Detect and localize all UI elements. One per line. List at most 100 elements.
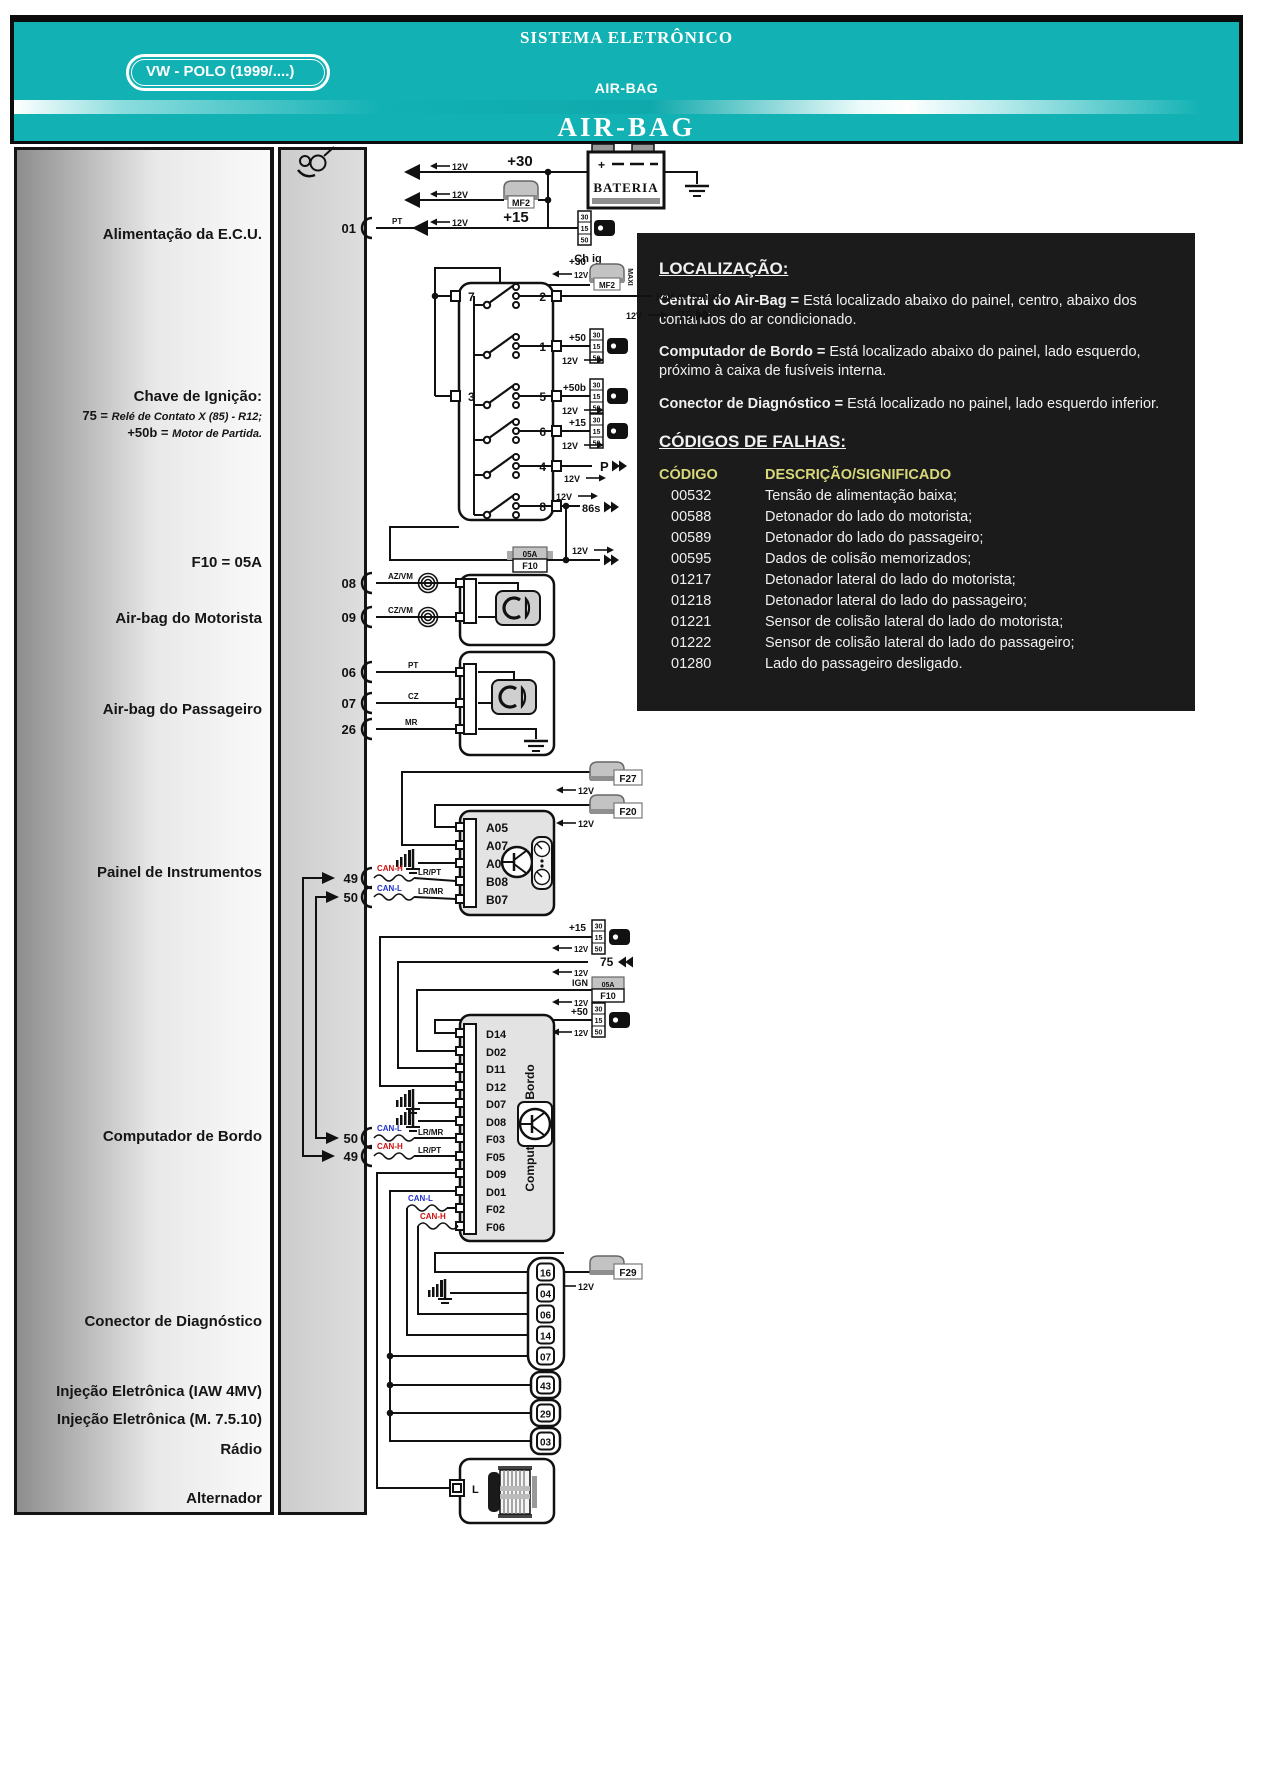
fault-code: 01217 [671, 571, 712, 588]
svg-text:12V: 12V [572, 546, 588, 556]
svg-text:16: 16 [540, 1269, 552, 1280]
wiring-diagram-area: Alimentação da E.C.U. Chave de Ignição: … [0, 143, 1263, 1781]
svg-text:AZ/VM: AZ/VM [388, 572, 413, 581]
inj-iaw-pin: 43 [540, 1382, 552, 1393]
channel-pin-49: 49 [344, 871, 358, 886]
channel-pin-26: 26 [342, 722, 356, 737]
ign-label: IGN [572, 978, 588, 988]
fault-desc: Detonador lateral do lado do passageiro; [765, 592, 1027, 609]
airbag-icon [297, 146, 335, 178]
alternator-module: L [449, 1457, 556, 1525]
svg-text:3: 3 [468, 390, 475, 404]
svg-text:1: 1 [539, 340, 546, 354]
trip-computer-supplies: +15 12V 75 12V IGN 05A F10 12V +50 12V [379, 919, 633, 1087]
svg-text:4: 4 [539, 460, 546, 474]
svg-text:MR: MR [405, 718, 418, 727]
sidebar-label-ecu-supply: Alimentação da E.C.U. [102, 226, 262, 243]
battery: + BATERIA [586, 143, 711, 210]
channel-pin-50: 50 [344, 890, 358, 905]
svg-text:D12: D12 [486, 1082, 506, 1094]
info-box: LOCALIZAÇÃO: Central do Air-Bag = Está l… [637, 233, 1195, 711]
location-trip-computer: Computador de Bordo = Está localizado ab… [659, 344, 1141, 380]
svg-text:D09: D09 [486, 1169, 506, 1181]
component-label-sidebar: Alimentação da E.C.U. Chave de Ignição: … [14, 147, 274, 1515]
svg-text:05A: 05A [523, 550, 538, 559]
wiring-svg: 30 15 50 [297, 143, 725, 1525]
svg-text:7: 7 [468, 290, 475, 304]
svg-text:+50: +50 [571, 1007, 588, 1018]
svg-text:D11: D11 [486, 1064, 506, 1076]
sidebar-label-trip-computer: Computador de Bordo [102, 1128, 262, 1145]
ignition-switch-block: +30 12V MF2 MAXI 7 3 2 1 5 6 [431, 257, 633, 522]
svg-text:12V: 12V [452, 190, 468, 200]
fault-desc: Tensão de alimentação baixa; [765, 487, 957, 504]
sidebar-label-ignition: Chave de Ignição: [133, 388, 262, 405]
svg-text:12V: 12V [574, 999, 589, 1008]
svg-text:CAN-L: CAN-L [377, 884, 402, 893]
channel-pin-07: 07 [342, 696, 356, 711]
maxi-fuse-label: MAXI [626, 268, 633, 286]
fault-code: 01221 [671, 613, 712, 630]
f20-fuse-label: F20 [619, 807, 637, 818]
svg-text:F03: F03 [486, 1134, 505, 1146]
alternator-icon [488, 1466, 537, 1518]
location-title: LOCALIZAÇÃO: [659, 259, 789, 278]
svg-text:PT: PT [408, 661, 418, 670]
svg-text:LR/MR: LR/MR [418, 887, 444, 896]
channel-pin-08: 08 [342, 576, 356, 591]
passenger-airbag-module: 06 PT 07 CZ 26 MR [342, 650, 556, 757]
sidebar-label-50b: +50b = Motor de Partida. [127, 425, 262, 440]
svg-text:LR/MR: LR/MR [418, 1128, 444, 1137]
ecu-supply-row: 01 PT 12V +15 Ch ig [342, 209, 615, 265]
trip-computer-module: D14 D02 D11 D12 D07 D08 F03 F05 D09 D01 … [344, 1013, 556, 1243]
svg-text:B08: B08 [486, 875, 508, 889]
subsystem-title: AIR-BAG [594, 80, 659, 96]
svg-text:12V: 12V [574, 969, 589, 978]
svg-text:12V: 12V [578, 786, 594, 796]
svg-text:8: 8 [539, 500, 546, 514]
f10-fuse-label: F10 [522, 561, 538, 571]
svg-text:12V: 12V [574, 945, 589, 954]
battery-label: BATERIA [593, 180, 658, 195]
svg-text:05A: 05A [602, 982, 615, 989]
plus15-label: +15 [503, 209, 528, 226]
header: SISTEMA ELETRÔNICO VW - POLO (1999/....)… [14, 22, 1239, 142]
sidebar-label-75: 75 = Relé de Contato X (85) - R12; [82, 408, 262, 423]
header-shimmer-divider [14, 100, 1239, 114]
svg-text:F05: F05 [486, 1152, 505, 1164]
svg-text:F06: F06 [486, 1222, 505, 1234]
svg-text:06: 06 [540, 1311, 552, 1322]
svg-text:12V: 12V [574, 1029, 589, 1038]
svg-text:PT: PT [392, 217, 402, 226]
diagnostic-connector: F29 12V 16 04 06 14 07 [426, 1252, 643, 1372]
svg-text:75: 75 [600, 955, 614, 969]
fault-code: 00588 [671, 508, 712, 525]
codes-col-header: CÓDIGO [659, 466, 718, 483]
svg-text:CAN-H: CAN-H [420, 1212, 446, 1221]
fault-code: 00532 [671, 487, 712, 504]
f10-fuse-row: 05A F10 12V [389, 526, 619, 573]
ground-symbol [683, 184, 711, 198]
location-central-airbag: Central do Air-Bag = Está localizado aba… [659, 293, 1137, 329]
fault-desc: Dados de colisão memorizados; [765, 550, 972, 567]
svg-text:12V: 12V [562, 441, 578, 451]
header-frame: SISTEMA ELETRÔNICO VW - POLO (1999/....)… [10, 15, 1243, 144]
svg-text:12V: 12V [562, 406, 578, 416]
svg-text:12V: 12V [574, 271, 589, 280]
location-diag-connector: Conector de Diagnóstico = Está localizad… [659, 395, 1160, 412]
svg-text:12V: 12V [626, 311, 642, 321]
svg-text:12V: 12V [578, 1282, 594, 1292]
channel-pin-50b: 50 [344, 1131, 358, 1146]
sidebar-label-inj-m7510: Injeção Eletrônica (M. 7.5.10) [56, 1411, 262, 1428]
f27-fuse-label: F27 [619, 774, 637, 785]
sidebar-label-cluster: Painel de Instrumentos [96, 864, 262, 881]
svg-text:F10: F10 [600, 991, 616, 1001]
svg-text:A07: A07 [486, 839, 508, 853]
battery-supply-wiring: 12V +30 12V MF2 [404, 153, 588, 228]
sidebar-label-radio: Rádio [220, 1441, 262, 1458]
svg-text:D14: D14 [486, 1029, 507, 1041]
svg-text:CZ: CZ [408, 692, 419, 701]
svg-text:B07: B07 [486, 893, 508, 907]
